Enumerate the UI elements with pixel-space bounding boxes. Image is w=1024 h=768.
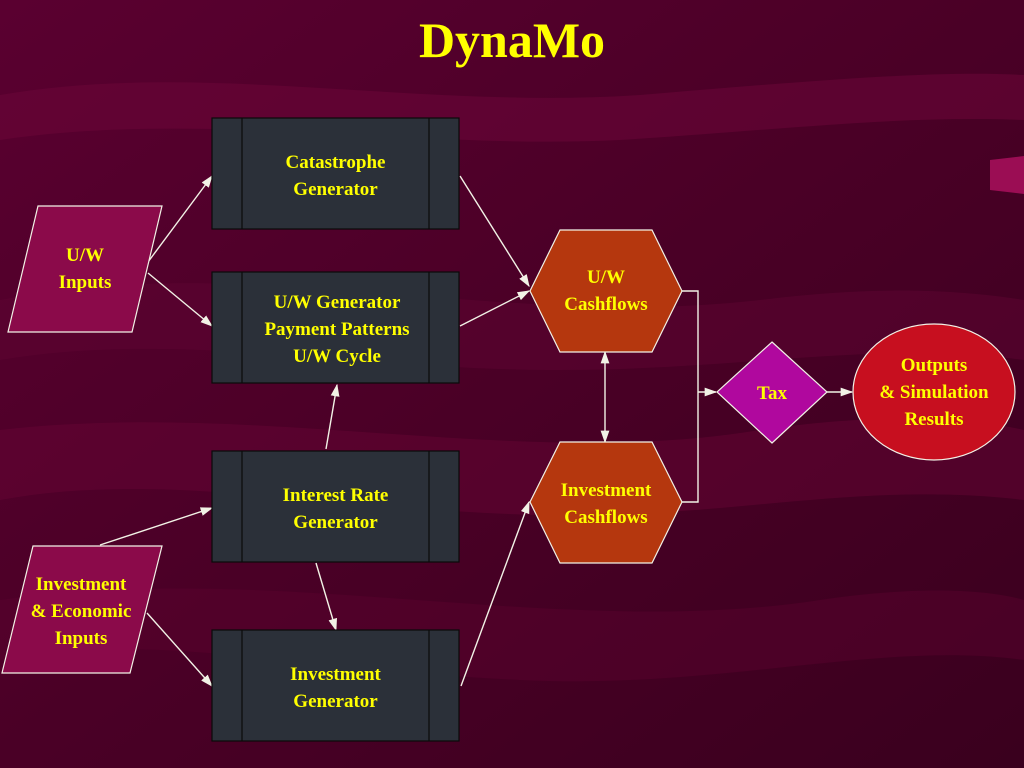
interest-rate-generator-shape: [211, 450, 460, 563]
investment-generator-label: Investment Generator: [290, 664, 381, 712]
outputs-shape: [852, 323, 1016, 461]
uw-inputs-shape: [7, 205, 163, 333]
edge-uw-inputs-to-uw-generator: [147, 272, 213, 327]
edge-invest-inputs-to-interest-rate: [99, 507, 214, 546]
tax-shape: [716, 341, 828, 444]
page-title: DynaMo: [418, 12, 606, 68]
edge-interest-rate-to-uw-generator: [325, 383, 340, 450]
edge-investment-gen-to-investment-cashflows: [460, 500, 530, 687]
edge-uw-generator-to-uw-cashflows: [459, 290, 531, 327]
edge-cashflows-to-tax: [682, 290, 699, 503]
investment-cashflows-label: Investment Cashflows: [560, 480, 652, 528]
investment-generator-shape: [211, 629, 460, 742]
edge-uw-inputs-to-catastrophe: [147, 174, 213, 263]
investment-economic-inputs-label: Investment & Economic Inputs: [30, 574, 132, 649]
uw-inputs-label: U/W Inputs: [58, 245, 112, 293]
edge-catastrophe-to-uw-cashflows: [459, 175, 530, 288]
investment-cashflows-shape: [529, 441, 683, 564]
investment-economic-inputs-shape: [1, 545, 163, 674]
uw-generator-shape: [211, 271, 460, 384]
catastrophe-generator-shape: [211, 117, 460, 230]
uw-generator-label: U/W Generator Payment Patterns U/W Cycle: [264, 292, 410, 367]
catastrophe-generator-label: Catastrophe Generator: [285, 152, 386, 200]
edge-interest-rate-to-investment-gen: [315, 562, 337, 632]
edge-invest-inputs-to-investment-gen: [146, 612, 213, 687]
interest-rate-generator-label: Interest Rate Generator: [282, 485, 389, 533]
uw-cashflows-label: U/W Cashflows: [564, 267, 648, 315]
uw-cashflows-shape: [529, 229, 683, 353]
outputs-label: Outputs & Simulation Results: [879, 355, 989, 430]
tax-label: Tax: [757, 383, 787, 404]
